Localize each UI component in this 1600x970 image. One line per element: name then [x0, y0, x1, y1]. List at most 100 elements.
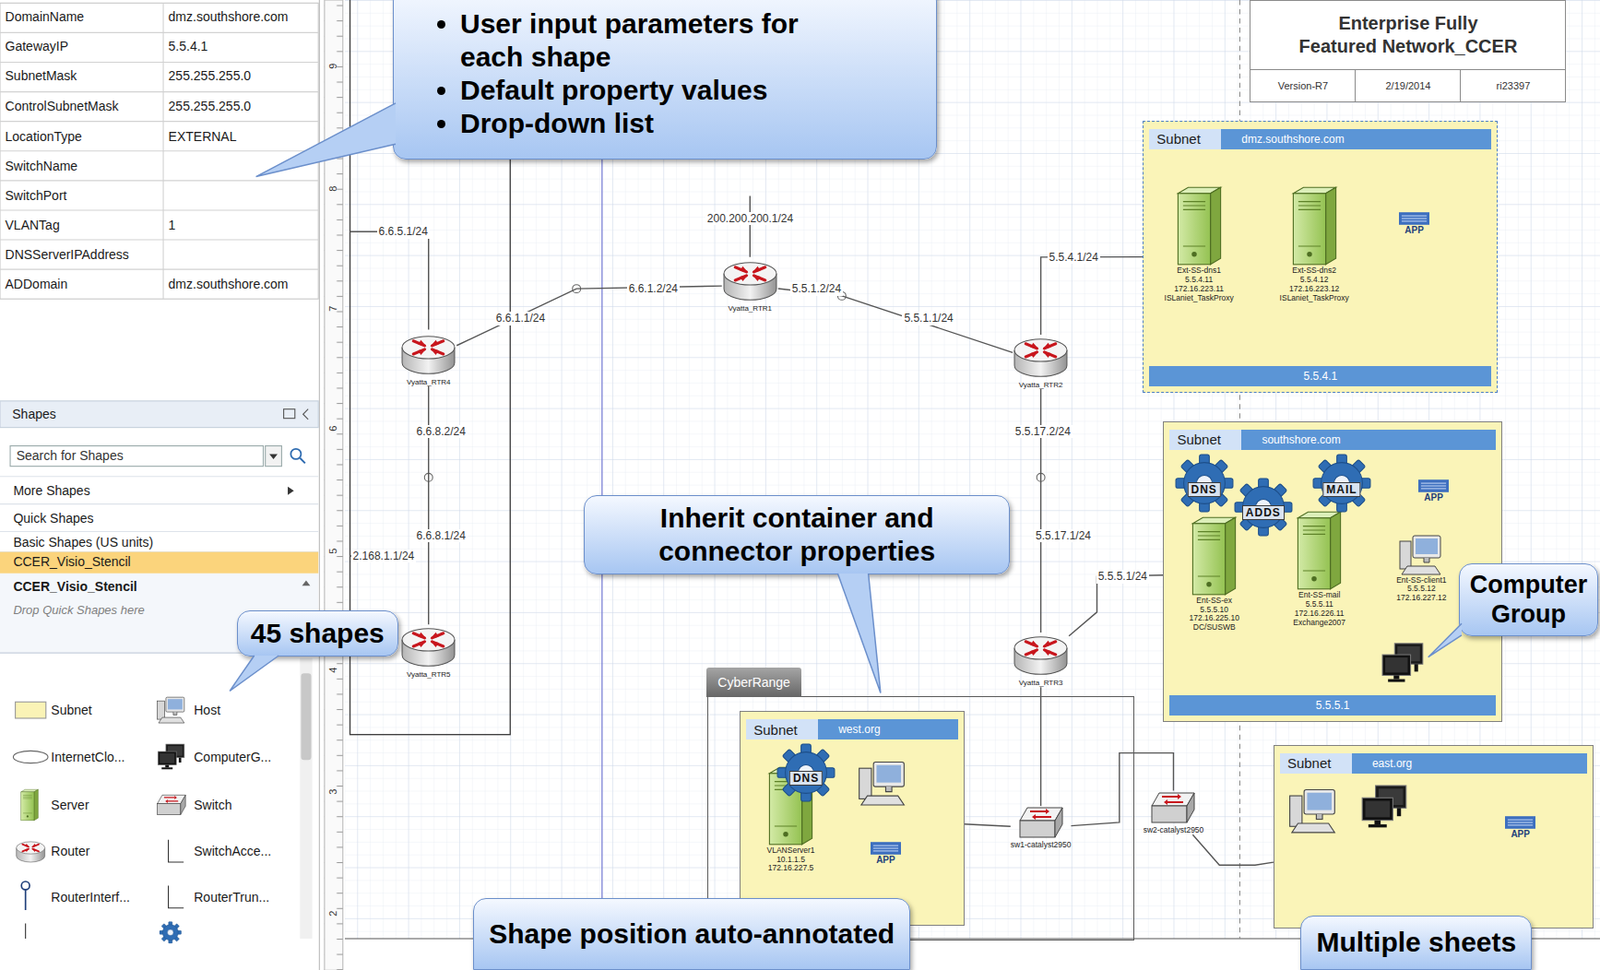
stencil-item: RouterInterf...: [50, 889, 131, 906]
panel-item: Basic Shapes (US units): [12, 534, 154, 551]
interface-ip: 200.200.200.1/24: [705, 212, 795, 226]
ruler-number: 4: [327, 667, 340, 674]
property-cell: 255.255.255.0: [168, 68, 252, 84]
app-icon: [1505, 816, 1536, 830]
callout-tail: [229, 655, 279, 691]
callout-box-text: Computer Group: [1469, 570, 1589, 629]
server-node-text: Ext-SS-dns2: [1291, 266, 1337, 276]
ruler-number: 5: [327, 548, 340, 555]
interface-ip: 5.5.1.2/24: [790, 282, 843, 296]
panel-item: CCER_Visio_Stencil: [12, 579, 137, 595]
panel-item: Shapes: [11, 406, 56, 423]
shapes-panel: [15, 701, 47, 719]
gear-icon: [1313, 454, 1371, 512]
shapes-panel: [24, 923, 26, 939]
server-node-text: 172.16.223.11: [1173, 284, 1224, 295]
interface-ip: 5.5.17.2/24: [1013, 425, 1073, 439]
router-node: Vyatta_RTR1: [722, 258, 779, 313]
subnet-container-text: Subnet: [1149, 130, 1221, 147]
service-gear: ADDS: [1242, 505, 1285, 521]
subnet-header: Subnetsouthshore.com: [1169, 429, 1495, 451]
ruler-number: 2: [327, 910, 340, 916]
app-icon: [1505, 816, 1536, 830]
subnet-container: Subnetsouthshore.com 5.5.5.1 Ent-SS-ex5.5.…: [1162, 421, 1502, 723]
subnet-container: Subneteast.orgAPP: [1273, 745, 1594, 929]
title-block-text: 2/19/2014: [1354, 70, 1460, 102]
router-icon: [400, 624, 457, 671]
ruler-number: 7: [327, 305, 340, 311]
host-icon: [859, 762, 905, 806]
server-node-text: VLANServer1: [767, 846, 816, 856]
property-cell: 255.255.255.0: [168, 98, 252, 115]
callout-box-text: 45 shapes: [250, 617, 385, 649]
callout-box: Computer Group: [1458, 563, 1598, 637]
subnet-container-text: Subnet: [1169, 431, 1242, 448]
shapes-panel: [302, 580, 311, 587]
property-cell: 5.5.4.1: [168, 38, 209, 55]
service-gear: DNS: [789, 770, 823, 786]
ruler-number: 8: [327, 186, 340, 192]
range-container-text: CyberRange: [717, 675, 791, 690]
subnet-container-text: 5.5.5.1: [1315, 699, 1351, 712]
server-node-text: 5.5.4.12: [1300, 275, 1329, 285]
callout-tail: [256, 103, 396, 178]
app-icon: [1418, 479, 1449, 493]
app-icon: [1418, 479, 1449, 493]
shapes-panel: [287, 486, 295, 496]
router-icon: [1014, 339, 1067, 378]
switch-icon: [1151, 793, 1195, 823]
shapes-panel: [265, 446, 283, 467]
server-node-text: Exchange2007: [1292, 618, 1346, 629]
service-gear-text: DNS: [789, 770, 823, 786]
server-node-text: DC/SUSWB: [1193, 623, 1236, 633]
icon-layer: [859, 643, 1423, 833]
service-gear: ADDS: [1233, 477, 1293, 537]
interface-ip: 6.6.8.1/24: [414, 529, 468, 543]
callout-box: User input parameters for each shapeDefa…: [408, 7, 830, 141]
router-node: Vyatta_RTR3: [1012, 632, 1069, 688]
shapes-panel: [284, 409, 296, 419]
service-gear: MAIL: [1322, 482, 1361, 498]
stencil-item: InternetClo...: [50, 749, 125, 766]
property-cell: EXTERNAL: [168, 129, 238, 145]
stencil-item: RouterTrun...: [193, 889, 270, 906]
shapes-panel: [16, 841, 46, 863]
panel-item: Search for Shapes: [16, 448, 124, 464]
properties-panel: [0, 0, 320, 970]
callout-box: Inherit container and connector properti…: [583, 495, 1011, 575]
host-icon: [1399, 535, 1441, 575]
callout-tail: [237, 611, 239, 613]
interface-ip: 6.6.1.2/24: [627, 282, 680, 296]
app-badge-text: APP: [876, 854, 896, 866]
subnet-container-text: dmz.southshore.com: [1220, 132, 1344, 146]
property-cell: GatewayIP: [5, 38, 69, 55]
title-block: Version-R72/19/2014ri23397: [1250, 69, 1565, 102]
server-node-text: 10.1.1.5: [776, 855, 806, 866]
shapes-panel: [303, 409, 309, 420]
shapes-panel: [168, 840, 185, 863]
callout-tail: [1428, 623, 1462, 658]
property-cell: dmz.southshore.com: [168, 276, 289, 293]
server-node: Ent-SS-ex5.5.5.10172.16.225.10DC/SUSWB: [1188, 515, 1240, 633]
title-block-text: Enterprise Fully Featured Network_CCER: [1274, 11, 1542, 59]
app-badge: APP: [1505, 816, 1536, 841]
switch-icon: [1019, 807, 1063, 838]
host-node-text: Ent-SS-client1: [1396, 576, 1446, 586]
network-link: [964, 824, 1011, 828]
shapes-panel: [0, 476, 319, 553]
stencil-item: Host: [193, 702, 221, 719]
shapes-panel: [290, 449, 301, 460]
host-node-text: 5.5.5.12: [1407, 584, 1436, 594]
network-link: [778, 288, 1013, 353]
panel-item: CCER_Visio_Stencil: [12, 554, 131, 570]
callout-box-text: User input parameters for each shape: [460, 7, 830, 74]
network-link: [427, 386, 429, 625]
shapes-panel: [159, 922, 182, 945]
server-icon: [1177, 188, 1221, 266]
callout-box-text: Default property values: [460, 73, 830, 107]
subnet-container-text: Subnet: [1280, 755, 1352, 771]
panel-item: Quick Shapes: [12, 510, 94, 527]
properties-panel: [0, 2, 319, 299]
host-node-text: 172.16.227.12: [1396, 593, 1446, 604]
